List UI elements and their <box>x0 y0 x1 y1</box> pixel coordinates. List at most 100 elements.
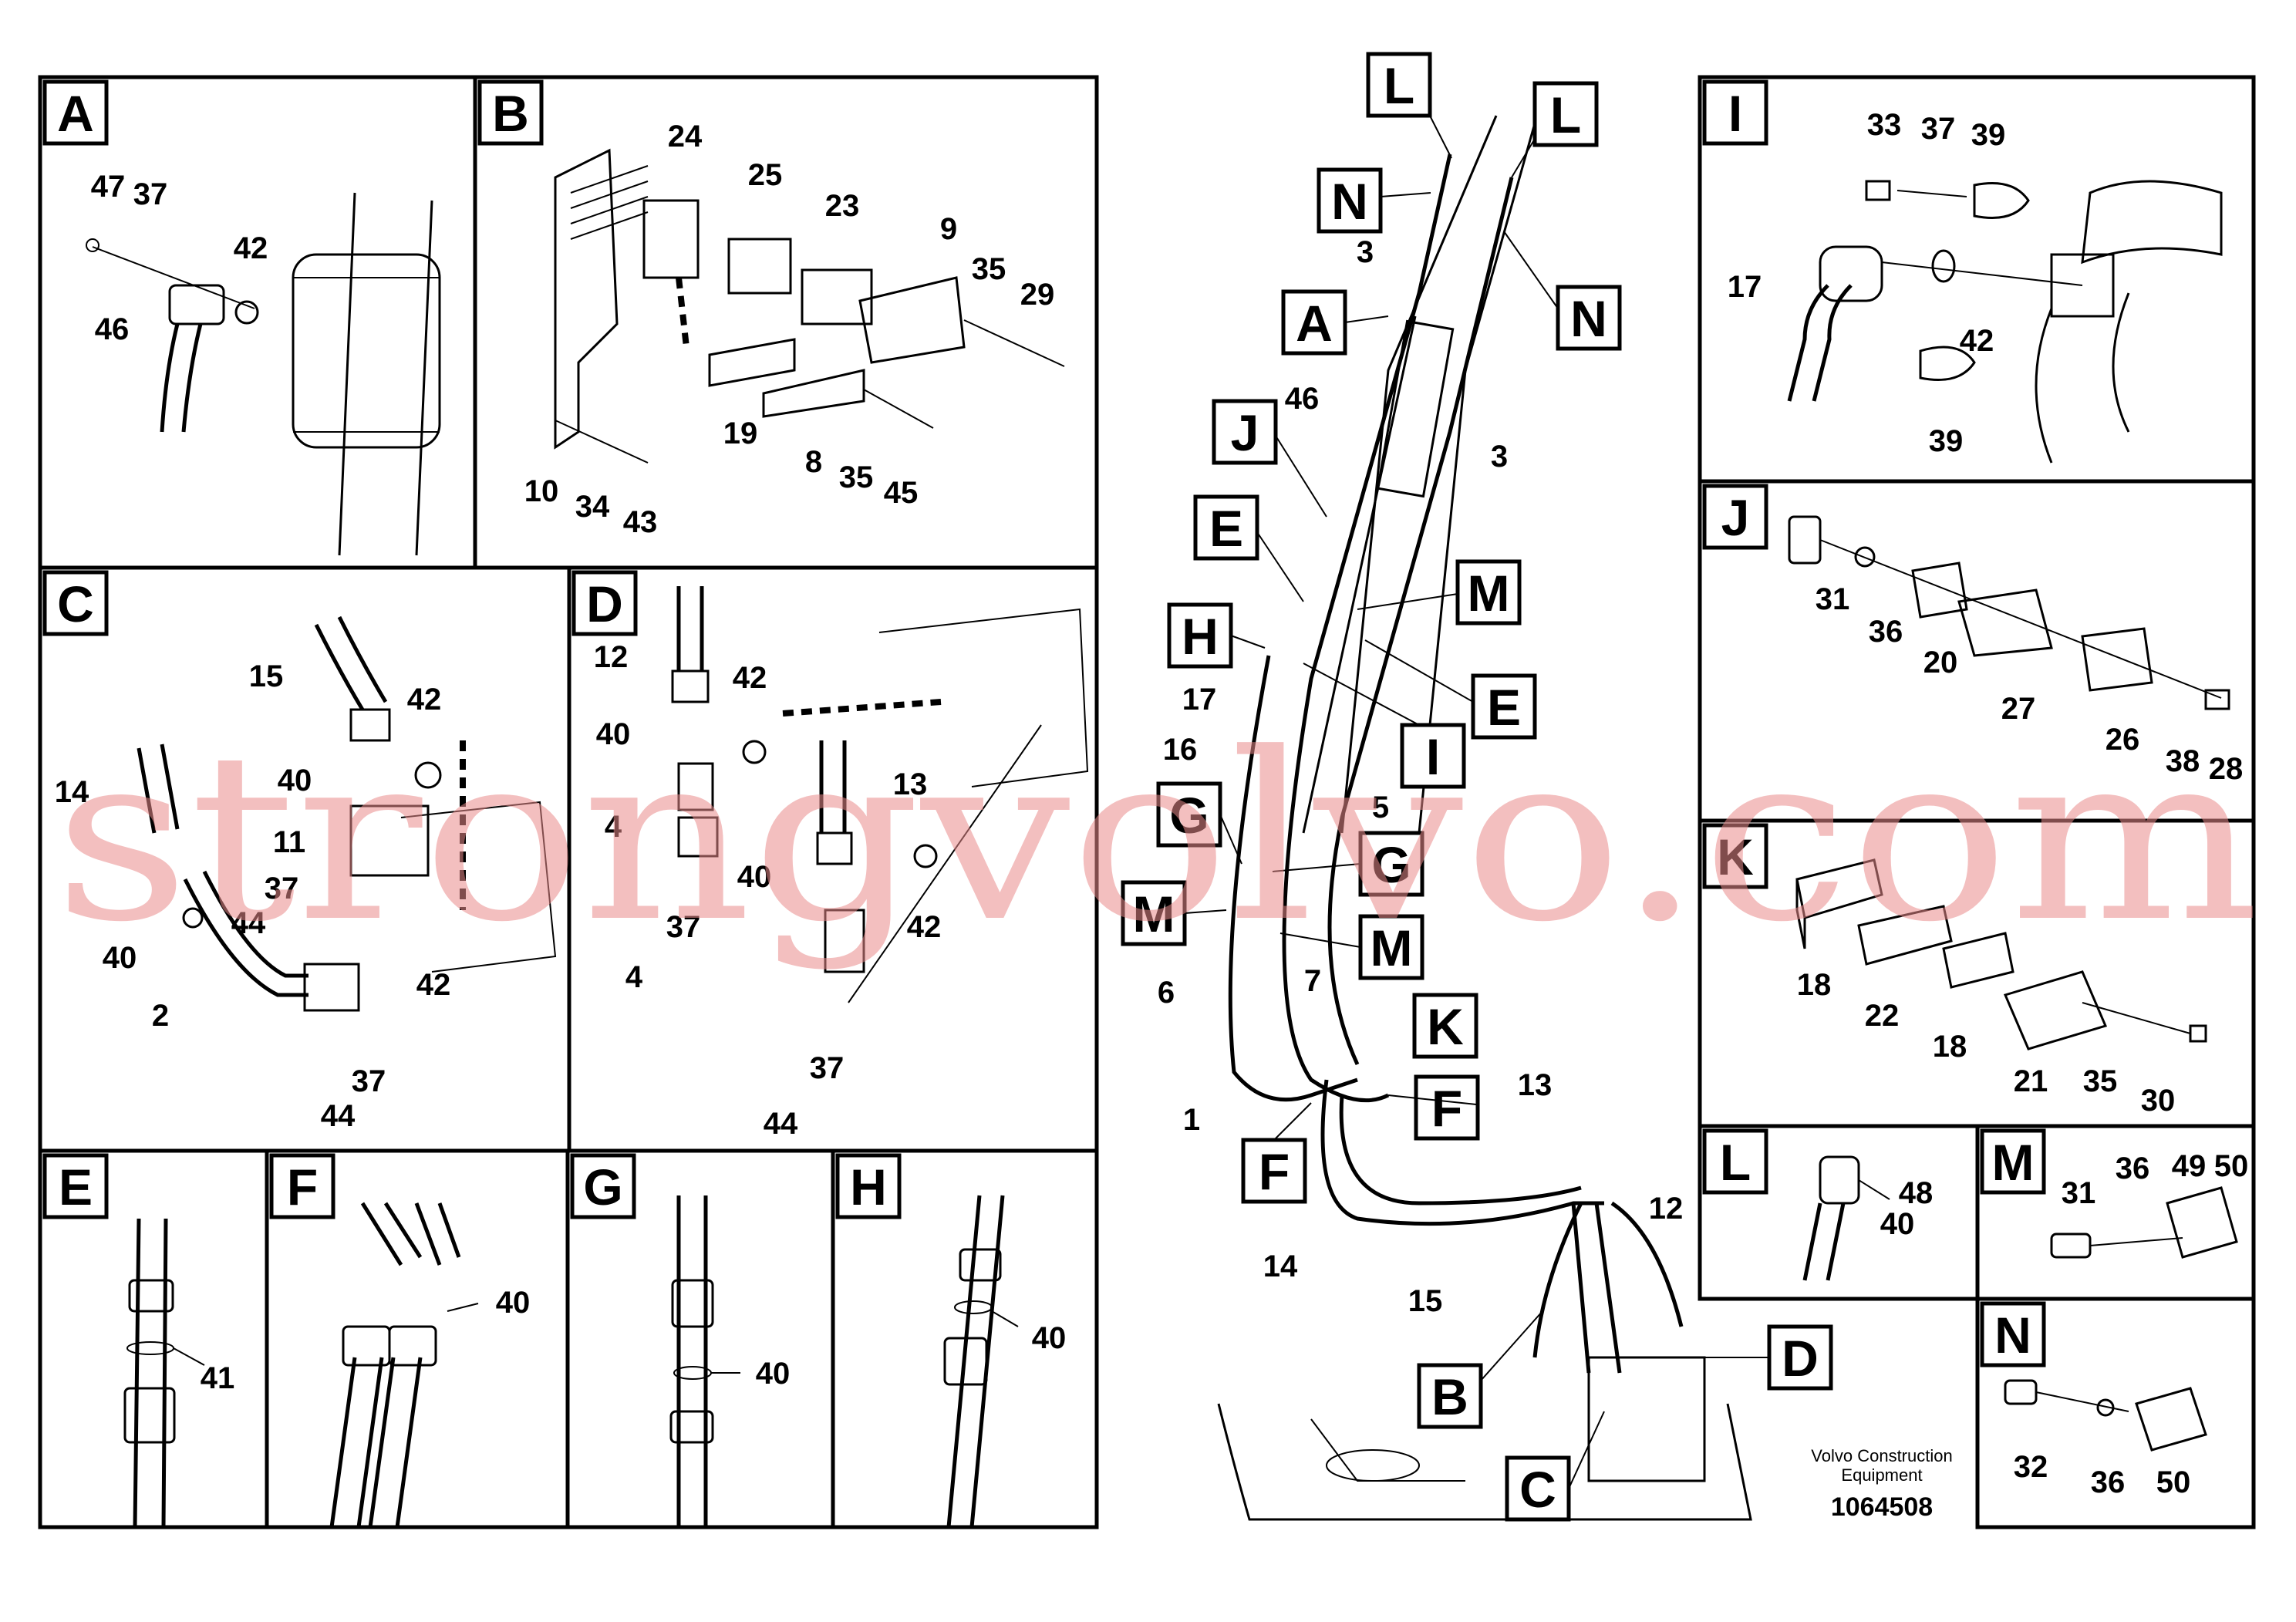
part-label: 17 <box>1182 683 1217 717</box>
part-label: 31 <box>1816 582 1850 616</box>
panel-a-letter: A <box>57 85 94 142</box>
part-label: 14 <box>1263 1249 1298 1283</box>
panel-c: C 15 42 14 40 11 37 44 40 2 42 37 44 <box>42 570 557 1133</box>
panel-e: E 41 <box>42 1153 234 1528</box>
part-label: 49 <box>2172 1149 2207 1183</box>
part-label: 40 <box>737 860 772 894</box>
panel-j-letter: J <box>1721 489 1750 546</box>
main-assembly: L L N N A J E M H I E G G M <box>1121 52 1833 1522</box>
callout-l: L <box>1550 86 1581 143</box>
part-label: 8 <box>805 445 822 479</box>
part-label: 12 <box>1649 1192 1684 1226</box>
callout-e: E <box>1209 500 1243 557</box>
part-label: 35 <box>839 460 874 494</box>
part-label: 13 <box>1518 1068 1553 1102</box>
part-label: 7 <box>1304 964 1321 998</box>
part-label: 47 <box>91 170 126 204</box>
panel-m-letter: M <box>1992 1134 2035 1191</box>
panel-l-letter: L <box>1720 1134 1751 1191</box>
panel-g-letter: G <box>583 1158 622 1216</box>
panel-d: D 12 42 40 4 13 40 42 37 44 4 37 <box>571 570 1089 1141</box>
part-label: 4 <box>625 960 643 994</box>
callout-b: B <box>1431 1368 1468 1425</box>
part-label: 37 <box>810 1051 845 1085</box>
panel-i: I 33 37 39 17 42 39 <box>1702 79 2223 464</box>
callout-l: L <box>1384 57 1414 114</box>
part-label: 37 <box>1921 112 1956 146</box>
part-label: 6 <box>1158 976 1175 1010</box>
panel-c-letter: C <box>57 575 94 632</box>
part-label: 40 <box>1880 1207 1915 1241</box>
part-label: 43 <box>623 505 658 539</box>
part-label: 3 <box>1357 235 1374 269</box>
part-label: 9 <box>940 212 957 246</box>
part-label: 22 <box>1865 999 1900 1033</box>
part-label: 44 <box>321 1099 356 1133</box>
panel-g: G 40 <box>570 1153 790 1527</box>
part-label: 37 <box>666 910 701 944</box>
part-label: 18 <box>1933 1030 1967 1064</box>
panel-h: H 40 <box>835 1153 1066 1528</box>
part-label: 27 <box>2001 692 2036 726</box>
panel-a: A 47 37 42 46 <box>42 79 441 556</box>
part-label: 40 <box>596 717 631 751</box>
part-label: 29 <box>1020 278 1055 312</box>
part-label: 15 <box>1408 1284 1443 1318</box>
part-label: 42 <box>416 968 451 1002</box>
callout-c: C <box>1519 1461 1556 1518</box>
part-label: 17 <box>1728 270 1762 304</box>
callout-m: M <box>1133 885 1175 943</box>
panel-frames <box>38 75 2256 1529</box>
callout-h: H <box>1182 608 1219 665</box>
part-label: 36 <box>2091 1465 2126 1499</box>
part-label: 37 <box>133 177 168 211</box>
watermark: strongvolvo.com <box>54 703 2260 973</box>
part-label: 46 <box>95 312 130 346</box>
part-label: 38 <box>2166 744 2200 778</box>
part-label: 28 <box>2209 752 2244 786</box>
part-label: 10 <box>524 474 559 508</box>
part-label: 30 <box>2141 1084 2176 1118</box>
part-label: 25 <box>748 158 783 192</box>
panel-i-letter: I <box>1728 85 1742 142</box>
part-label: 32 <box>2014 1450 2048 1484</box>
part-label: 21 <box>2014 1064 2048 1098</box>
part-label: 33 <box>1867 108 1902 142</box>
callout-j: J <box>1231 404 1259 461</box>
panel-n: N 32 36 50 <box>1980 1301 2207 1499</box>
callout-a: A <box>1296 295 1333 352</box>
panel-n-letter: N <box>1994 1307 2031 1364</box>
part-label: 11 <box>273 825 305 859</box>
panel-f: F 40 <box>269 1153 531 1528</box>
part-label: 35 <box>2083 1064 2118 1098</box>
part-label: 37 <box>265 872 299 905</box>
callout-m: M <box>1371 919 1413 976</box>
panel-k-letter: K <box>1717 828 1754 885</box>
callout-d: D <box>1782 1330 1819 1387</box>
part-label: 15 <box>249 659 284 693</box>
part-label: 44 <box>231 906 266 940</box>
part-label: 40 <box>496 1286 531 1320</box>
part-label: 12 <box>594 640 629 674</box>
part-label: 42 <box>1960 324 1994 358</box>
panel-b-letter: B <box>492 85 529 142</box>
part-label: 16 <box>1163 733 1198 767</box>
part-label: 26 <box>2106 723 2140 757</box>
callout-i: I <box>1426 728 1440 785</box>
part-label: 39 <box>1971 118 2006 152</box>
panel-j: J 31 36 20 27 26 38 28 <box>1702 484 2244 786</box>
part-label: 40 <box>103 941 137 975</box>
panel-b: B 24 25 23 9 35 29 19 8 35 45 10 34 43 <box>477 79 1065 539</box>
panel-f-letter: F <box>287 1158 318 1216</box>
callout-k: K <box>1427 998 1464 1055</box>
part-label: 50 <box>2214 1149 2249 1183</box>
panel-m: M 31 36 49 50 <box>1980 1128 2249 1259</box>
part-label: 42 <box>907 910 942 944</box>
company-name-line2: Equipment <box>1841 1465 1922 1485</box>
panel-d-letter: D <box>586 575 623 632</box>
callout-n: N <box>1331 173 1368 230</box>
part-label: 18 <box>1797 968 1832 1002</box>
panel-h-letter: H <box>850 1158 887 1216</box>
part-label: 36 <box>1869 615 1903 649</box>
